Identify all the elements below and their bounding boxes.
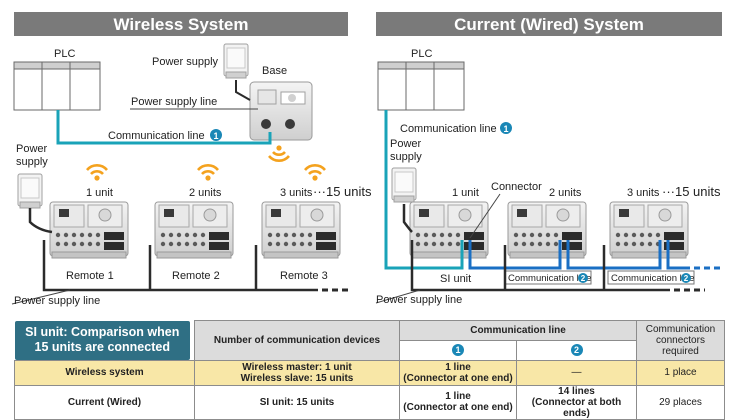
wireless-unit-2-label: 2 units xyxy=(189,187,222,199)
row-wired-line2: 14 lines(Connector at both ends) xyxy=(516,384,637,420)
wired-comm2-label-box-2 xyxy=(607,270,695,285)
wireless-plc xyxy=(13,61,101,111)
row-wireless-connectors: 1 place xyxy=(636,359,725,386)
wired-power-supply xyxy=(391,167,417,203)
col-2-badge: 2 xyxy=(570,344,583,357)
wired-unit-2-label: 2 units xyxy=(549,187,582,199)
wireless-communication-line xyxy=(56,110,272,145)
wired-communication-line-2 xyxy=(468,240,690,270)
table-row: Current (Wired) SI unit: 15 units 1 line… xyxy=(14,384,725,420)
row-wireless-line1: 1 line(Connector at one end) xyxy=(399,359,517,386)
wireless-unit-15-label: ···15 units xyxy=(313,184,372,199)
header-communication-line: Communication line xyxy=(399,319,637,342)
row-wired-connectors: 29 places xyxy=(636,384,725,420)
connector-leader xyxy=(469,193,501,239)
remote3-signal-icon xyxy=(303,164,327,182)
wired-plc xyxy=(377,61,465,111)
wired-communication-line-1 xyxy=(384,110,464,270)
wireless-unit-1-label: 1 unit xyxy=(86,187,113,199)
remote-1-module xyxy=(49,201,129,259)
wired-unit-15-label: ···15 units xyxy=(662,184,721,199)
wireless-comm-num: 1 xyxy=(213,131,218,141)
wireless-header: Wireless System xyxy=(114,15,249,34)
wired-unit-3-label: 3 units xyxy=(627,187,660,199)
remote-power-cable xyxy=(28,208,53,234)
wired-power-supply-label-2: supply xyxy=(390,151,422,163)
wired-comm2-label-2: Communication line xyxy=(611,273,694,284)
wired-comm2-label-1: Communication line xyxy=(508,273,591,284)
base-power-line-wire xyxy=(235,80,251,101)
wired-header-bar xyxy=(376,12,722,36)
base-label: Base xyxy=(262,65,287,77)
remote-2-label: Remote 2 xyxy=(172,270,220,282)
wireless-unit-3-label: 3 units xyxy=(280,187,313,199)
row-wireless-system: Wireless system xyxy=(14,359,195,386)
wired-comm-num-badge xyxy=(500,122,512,134)
base-signal-icon xyxy=(267,144,291,162)
si-unit-2-module xyxy=(507,201,587,259)
remote1-signal-icon xyxy=(85,164,109,182)
remote2-signal-icon xyxy=(196,164,220,182)
row-wired-system: Current (Wired) xyxy=(14,384,195,420)
wireless-base-unit xyxy=(249,81,313,141)
remote-power-supply xyxy=(17,173,43,209)
wired-power-line-leader xyxy=(375,289,421,304)
wired-header: Current (Wired) System xyxy=(454,15,644,34)
wired-power-supply-label-1: Power xyxy=(390,138,422,150)
remote-3-label: Remote 3 xyxy=(280,270,328,282)
wired-communication-line-label: Communication line xyxy=(400,123,497,135)
wired-comm2-badge-1 xyxy=(578,273,588,283)
wired-comm2-badge-2 xyxy=(681,273,691,283)
comparison-title-line-2: 15 units are connected xyxy=(34,340,170,354)
remote-power-supply-label-2: supply xyxy=(16,156,48,168)
wireless-power-supply-line xyxy=(42,240,318,292)
col-1-badge: 1 xyxy=(452,344,464,357)
si-unit-label: SI unit xyxy=(440,273,471,285)
wired-unit-1-label: 1 unit xyxy=(452,187,479,199)
row-wired-line1: 1 line(Connector at one end) xyxy=(399,384,517,420)
si-unit-1-module xyxy=(409,201,489,259)
si-unit-3-module xyxy=(609,201,689,259)
connector-label: Connector xyxy=(491,181,542,193)
wireless-communication-line-label: Communication line xyxy=(108,130,205,142)
wireless-plc-label: PLC xyxy=(54,48,75,60)
comparison-title-line-1: SI unit: Comparison when xyxy=(25,325,180,339)
remote-1-label: Remote 1 xyxy=(66,270,114,282)
wired-power-cable xyxy=(402,204,413,233)
base-power-supply-label: Power supply xyxy=(152,56,219,68)
base-power-supply-line-label: Power supply line xyxy=(131,96,217,108)
wired-power-supply-line xyxy=(410,240,670,292)
wireless-comm-num-badge xyxy=(210,129,222,141)
header-devices: Number of communication devices xyxy=(194,320,400,361)
remote-power-supply-label-1: Power xyxy=(16,143,48,155)
remote-2-module xyxy=(154,201,234,259)
header-col-2: 2 xyxy=(516,340,637,361)
wired-comm-num: 1 xyxy=(503,124,508,134)
wireless-power-line-leader xyxy=(11,289,71,305)
wired-bottom-power-line-label: Power supply line xyxy=(376,294,462,306)
header-col-1: 1 xyxy=(399,340,517,361)
row-wireless-line2: — xyxy=(516,359,637,386)
wired-comm2-num-2: 2 xyxy=(684,274,689,283)
wired-plc-label: PLC xyxy=(411,48,432,60)
wired-comm2-num-1: 2 xyxy=(581,274,586,283)
wireless-header-bar xyxy=(14,12,348,36)
remote-3-module xyxy=(261,201,341,259)
wireless-bottom-power-line-label: Power supply line xyxy=(14,295,100,307)
base-power-supply xyxy=(223,43,249,79)
row-wired-devices: SI unit: 15 units xyxy=(194,384,400,420)
